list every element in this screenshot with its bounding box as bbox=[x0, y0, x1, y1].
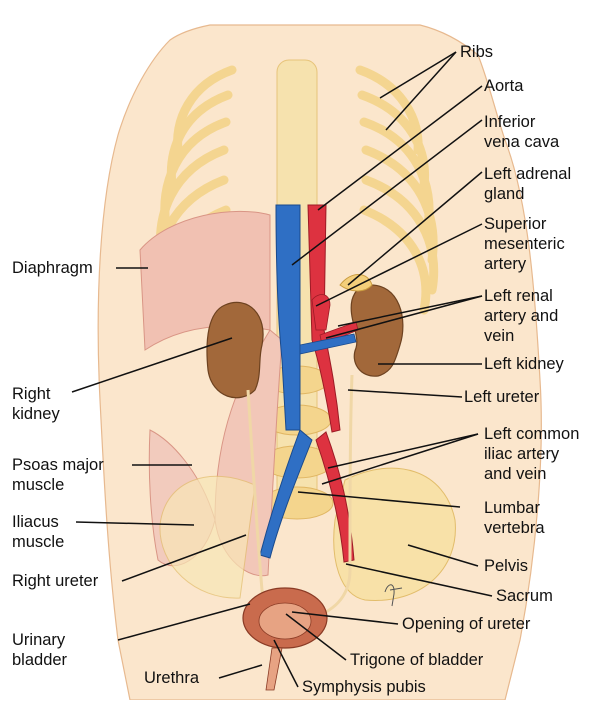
label-aorta: Aorta bbox=[484, 76, 523, 96]
label-symphysis-pubis: Symphysis pubis bbox=[302, 677, 426, 697]
label-urethra: Urethra bbox=[144, 668, 199, 688]
bladder-interior bbox=[259, 603, 311, 639]
label-trigone-of-bladder: Trigone of bladder bbox=[350, 650, 483, 670]
label-diaphragm: Diaphragm bbox=[12, 258, 93, 278]
label-left-ureter: Left ureter bbox=[464, 387, 539, 407]
label-ribs: Ribs bbox=[460, 42, 493, 62]
label-pelvis: Pelvis bbox=[484, 556, 528, 576]
label-sacrum: Sacrum bbox=[496, 586, 553, 606]
label-opening-of-ureter: Opening of ureter bbox=[402, 614, 530, 634]
label-right-ureter: Right ureter bbox=[12, 571, 98, 591]
right-kidney bbox=[207, 302, 263, 397]
label-left-kidney: Left kidney bbox=[484, 354, 564, 374]
